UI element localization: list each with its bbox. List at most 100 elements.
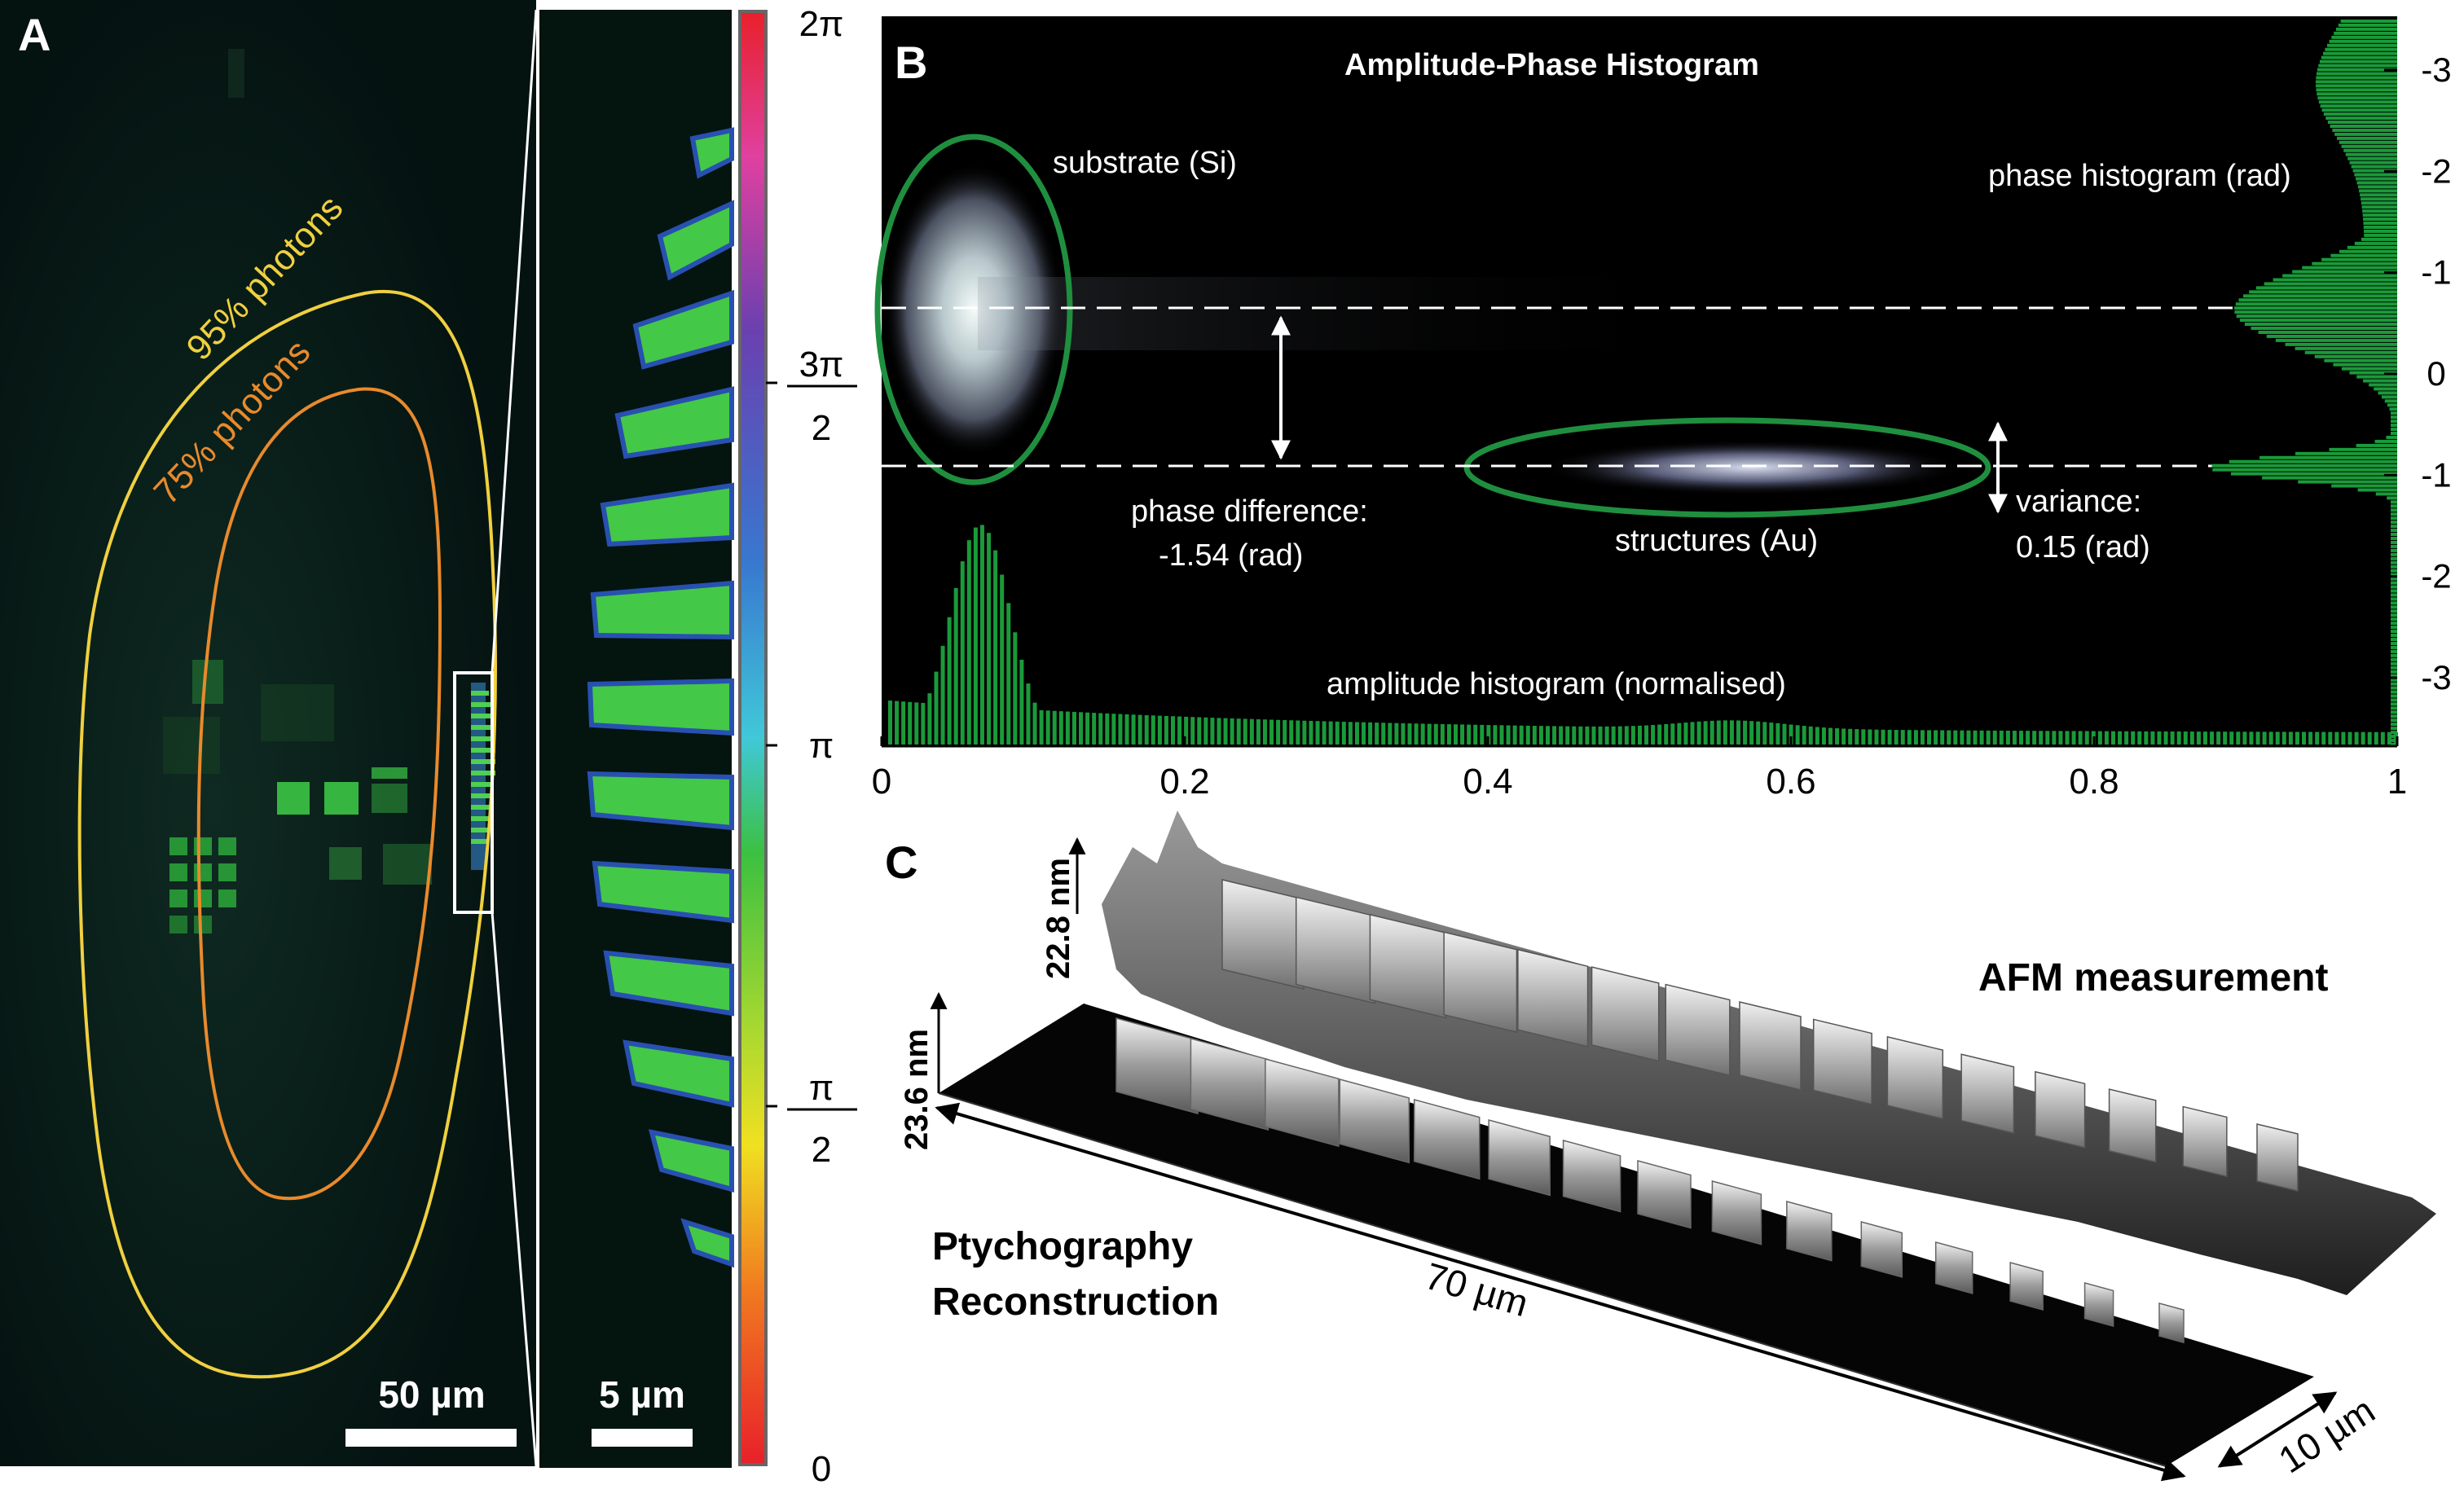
amp-hist-bar [1315, 721, 1320, 745]
phase-hist-bar [2364, 233, 2397, 237]
phase-hist-bar [2320, 104, 2397, 108]
phase-hist-bar [2391, 706, 2397, 710]
substrate-blob [884, 163, 1063, 456]
phase-hist-bar [2391, 428, 2397, 432]
amp-hist-bar [2308, 731, 2313, 745]
phase-hist-bar [2391, 641, 2397, 645]
amp-hist-bar [1506, 725, 1511, 745]
phase-hist-bar [2264, 282, 2397, 286]
amp-hist-bar [1243, 718, 1247, 745]
amp-hist-bar [1006, 603, 1011, 745]
amp-hist-bar [2288, 731, 2293, 745]
phase-hist-bar [2330, 253, 2397, 257]
amp-hist-bar [1289, 720, 1294, 745]
phase-hist-bar [2356, 443, 2397, 447]
phase-hist-bar [2391, 508, 2397, 512]
amp-hist-bar [2019, 731, 2024, 745]
amp-hist-bar [1855, 729, 1859, 745]
amp-hist-bar [2229, 731, 2234, 745]
amp-hist-bar [1973, 730, 1978, 745]
phase-hist-bar [2321, 257, 2397, 261]
amp-hist-bar [2045, 731, 2050, 745]
amp-hist-bar [2110, 731, 2115, 745]
amp-hist-bar [993, 550, 998, 745]
amp-hist-bar [1098, 713, 1103, 745]
amp-hist-bar [1644, 725, 1649, 745]
amp-hist-bar [1071, 711, 1076, 745]
amp-hist-bar [2052, 731, 2057, 745]
amp-hist-bar [1723, 720, 1727, 745]
phase-hist-bar [2391, 420, 2397, 424]
amp-hist-bar [1920, 730, 1925, 745]
contour-95 [77, 290, 497, 1379]
amp-hist-bar [1848, 728, 1853, 745]
phase-hist-bar [2321, 55, 2397, 59]
amp-hist-bar [1486, 725, 1491, 745]
amp-hist-bar [1960, 730, 1965, 745]
amp-hist-bar [2039, 731, 2044, 745]
phase-hist-bar [2363, 379, 2397, 383]
structures-label: structures (Au) [1615, 524, 1818, 558]
amp-hist-bar [2084, 731, 2089, 745]
amp-hist-bar [2374, 731, 2378, 745]
zoom-line-bottom [491, 912, 538, 1467]
phase-hist-bar [2360, 193, 2397, 197]
phase-hist-bar [2384, 399, 2397, 403]
afm-bar [1517, 948, 1589, 1048]
phase-diff-label-2: -1.54 (rad) [1159, 538, 1303, 573]
amp-hist-bar [2026, 731, 2031, 745]
right-tick-label: -1 [2421, 455, 2451, 494]
phase-hist-bar [2338, 23, 2397, 27]
phase-hist-bar [2391, 613, 2397, 617]
amp-hist-bar [2268, 731, 2273, 745]
amp-hist-bar [1690, 722, 1695, 745]
amp-hist-bar [1111, 714, 1116, 745]
length-arrow [935, 1102, 2186, 1482]
phase-hist-bar [2391, 512, 2397, 516]
amp-hist-bar [1664, 723, 1669, 745]
afm-bar [1886, 1035, 1944, 1120]
amp-hist-bar [1565, 726, 1570, 745]
amp-hist-bar [2005, 731, 2010, 745]
phase-hist-bar [2334, 31, 2397, 35]
amp-hist-bar [1210, 718, 1215, 745]
phase-hist-bar [2229, 459, 2397, 463]
amp-hist-bar [1388, 723, 1393, 745]
amp-hist-bar [1670, 723, 1675, 745]
amp-hist-bar [1283, 720, 1287, 745]
x-tick-label: 0.4 [1463, 762, 1512, 802]
amp-hist-bar [895, 701, 900, 745]
amp-hist-bar [1335, 721, 1340, 745]
ptycho-label-1: Ptychography [932, 1225, 1193, 1268]
amp-hist-bar [2137, 731, 2142, 745]
amp-hist-bar [1262, 719, 1267, 745]
amp-hist-bar [1716, 720, 1721, 745]
amp-hist-bar [1578, 726, 1583, 745]
phase-hist-bar [2391, 731, 2397, 735]
afm-bar [1739, 1001, 1802, 1091]
amp-hist-bar [2196, 731, 2201, 745]
cbar-label-half-den: 2 [812, 1130, 831, 1170]
x-tick-label: 1 [2387, 762, 2407, 802]
phase-hist-bar [2339, 249, 2397, 253]
amp-hist-bar [1709, 720, 1714, 745]
amp-hist-bar [2249, 731, 2254, 745]
phase-hist-bar [2391, 630, 2397, 634]
phase-hist-bar [2391, 500, 2397, 504]
amp-hist-bar [1900, 730, 1905, 745]
amp-hist-bar [1177, 716, 1182, 745]
phase-hist-bar [2337, 136, 2397, 140]
panel-a-letter: A [18, 9, 51, 60]
amp-hist-bar [1190, 717, 1195, 745]
phase-hist-bar [2362, 209, 2397, 213]
phase-hist-bar [2312, 261, 2397, 266]
amp-hist-bar [2210, 731, 2215, 745]
amp-hist-label: amplitude histogram (normalised) [1327, 667, 1786, 701]
amp-hist-bar [1559, 726, 1564, 745]
phase-hist-bar [2212, 468, 2397, 472]
amp-hist-bar [2295, 731, 2299, 745]
phase-hist-bar [2318, 64, 2397, 68]
amp-hist-bar [1591, 726, 1596, 745]
phase-hist-bar [2258, 330, 2397, 334]
phase-hist-bar [2391, 702, 2397, 706]
